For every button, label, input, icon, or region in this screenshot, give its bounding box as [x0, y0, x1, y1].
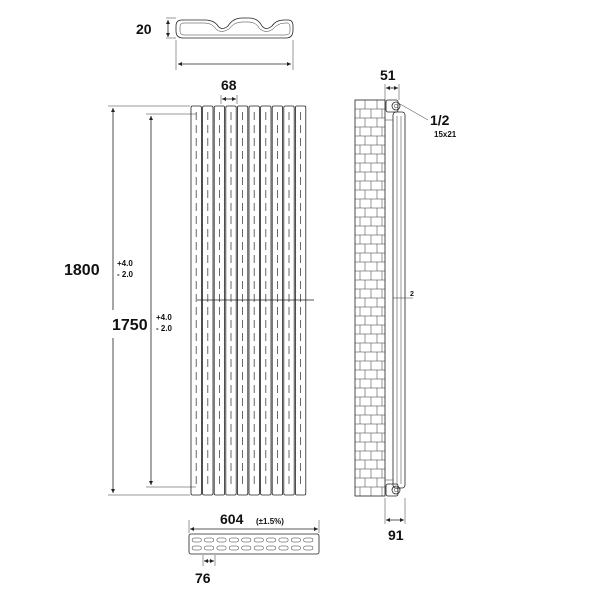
bottom-slot	[253, 545, 264, 551]
top-connection-icon	[391, 101, 401, 111]
bottom-slot	[290, 537, 301, 543]
bottom-slot	[228, 545, 239, 551]
center-height-label: 1750	[112, 317, 148, 334]
radiator-column	[283, 105, 295, 496]
radiator-column	[225, 105, 237, 496]
wall-gap-label: 51	[380, 67, 396, 83]
column-pitch-label: 76	[195, 570, 211, 586]
bottom-slot	[266, 537, 277, 543]
radiator-column	[190, 105, 202, 496]
radiator-side-body	[392, 111, 406, 489]
connection-size-label: 1/2	[430, 112, 450, 128]
center-mark-label: 2	[410, 291, 414, 298]
center-height-tol-minus: - 2.0	[156, 324, 173, 333]
bottom-slot	[290, 545, 301, 551]
bottom-slot	[278, 545, 289, 551]
bottom-slot	[228, 537, 239, 543]
bottom-view: 604 (±1.5%) 76	[188, 511, 320, 586]
radiator-column	[202, 105, 214, 496]
bottom-slot	[191, 537, 202, 543]
bottom-slot	[191, 545, 202, 551]
bottom-slot	[278, 537, 289, 543]
top-profile-section: 20	[136, 17, 294, 70]
bottom-profile-outline	[188, 533, 320, 555]
bottom-connection-icon	[391, 485, 401, 495]
bottom-slot	[303, 537, 314, 543]
radiator-column	[213, 105, 225, 496]
overall-height-label: 1800	[64, 262, 100, 279]
profile-depth-label: 20	[136, 21, 152, 37]
radiator-column	[260, 105, 272, 496]
overall-height-tol-plus: +4.0	[117, 259, 133, 268]
bottom-slot	[216, 545, 227, 551]
side-view: 2 51 1/2 15x21 91	[354, 67, 457, 543]
bottom-slot	[241, 537, 252, 543]
connection-thread-label: 15x21	[434, 130, 457, 139]
brick-wall	[355, 100, 385, 496]
radiator-column	[294, 105, 307, 496]
profile-outline-inner	[179, 21, 291, 36]
radiator-columns	[190, 105, 307, 496]
overall-width-label: 604	[220, 511, 244, 527]
bottom-slot	[303, 545, 314, 551]
center-height-tol-plus: +4.0	[156, 313, 172, 322]
total-depth-label: 91	[388, 527, 404, 543]
overall-height-tol-minus: - 2.0	[117, 270, 134, 279]
bottom-slot	[204, 545, 215, 551]
bottom-slots	[191, 537, 314, 551]
bottom-slot	[241, 545, 252, 551]
bottom-slot	[266, 545, 277, 551]
radiator-column	[236, 105, 249, 496]
bottom-slot	[253, 537, 264, 543]
bottom-slot	[204, 537, 215, 543]
front-view: 68 1800 +4.0 - 2.0 1750 +4.0 - 2.0	[62, 77, 314, 496]
bottom-slot	[216, 537, 227, 543]
column-width-label: 68	[221, 77, 237, 93]
profile-outline-outer	[175, 17, 294, 39]
radiator-column	[271, 105, 284, 496]
overall-width-tol: (±1.5%)	[256, 517, 284, 526]
radiator-column	[248, 105, 260, 496]
